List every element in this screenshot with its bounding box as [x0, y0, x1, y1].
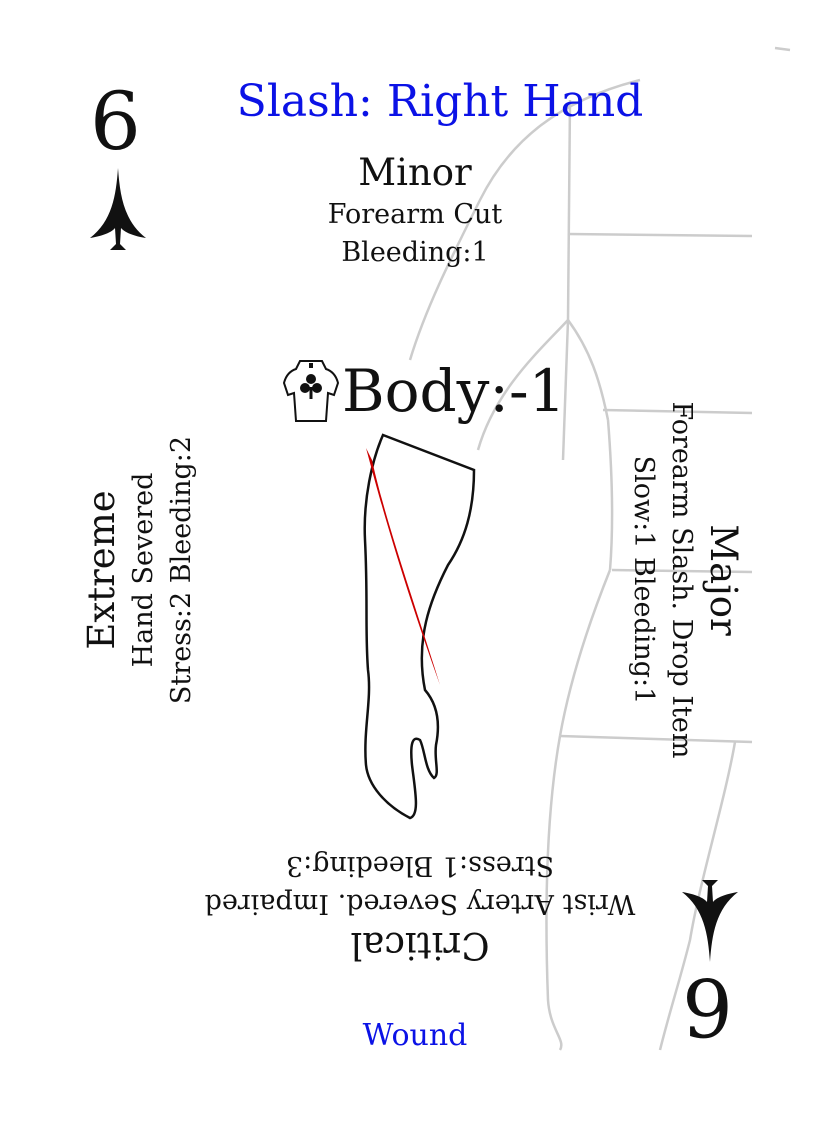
minor-line2: Bleeding:1 [341, 237, 489, 268]
extreme-severity: Extreme [80, 490, 123, 650]
critical-severity: Critical [350, 924, 490, 967]
major-line1: Forearm Slash. Drop Item [666, 401, 697, 759]
major-severity: Major [702, 524, 745, 636]
spade-dagger-icon [90, 168, 146, 250]
minor-severity: Minor [358, 151, 472, 194]
effect-minor: Minor Forearm Cut Bleeding:1 [240, 150, 590, 272]
card-type-label: Wound [362, 1018, 468, 1053]
extreme-line2: Stress:2 Bleeding:2 [166, 435, 197, 705]
effect-major: Major Forearm Slash. Drop Item Slow:1 Bl… [624, 370, 746, 790]
card-title: Slash: Right Hand [236, 76, 644, 127]
rank-bottom-right: 6 [682, 960, 733, 1053]
slash-wound-mark [366, 448, 440, 685]
major-line2: Slow:1 Bleeding:1 [628, 455, 659, 705]
extreme-line1: Hand Severed [128, 472, 159, 668]
forearm-outline [363, 433, 476, 820]
body-label: Body:-1 [342, 357, 566, 425]
torso-club-icon [282, 360, 340, 422]
body-modifier: Body:-1 [282, 356, 565, 426]
effect-critical: Critical Wrist Artery Severed. Impaired … [195, 846, 645, 968]
body-silhouette [408, 46, 791, 1051]
minor-line1: Forearm Cut [327, 199, 503, 230]
effect-extreme: Extreme Hand Severed Stress:2 Bleeding:2 [79, 360, 201, 780]
rank-top-left: 6 [90, 75, 141, 168]
critical-line2: Stress:1 Bleeding:3 [285, 850, 555, 881]
critical-line1: Wrist Artery Severed. Impaired [204, 888, 636, 919]
spade-dagger-icon [682, 880, 738, 962]
